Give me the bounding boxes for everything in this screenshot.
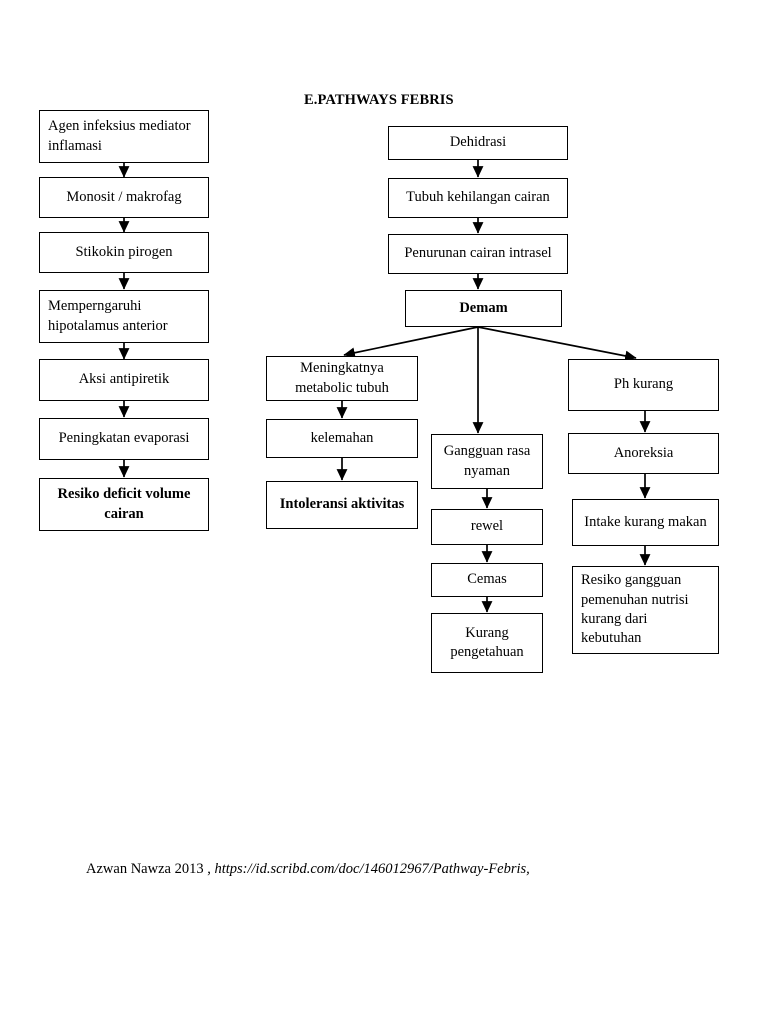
node-label: Intoleransi aktivitas — [279, 496, 405, 513]
node-kelemahan: kelemahan — [266, 419, 418, 458]
node-label: Kurang pengetahuan — [450, 624, 524, 660]
node-label: Anoreksia — [613, 444, 674, 461]
node-gangguan-rasa-nyaman: Gangguan rasa nyaman — [431, 434, 543, 489]
node-intoleransi-aktivitas: Intoleransi aktivitas — [266, 481, 418, 529]
node-label: Demam — [459, 299, 508, 316]
node-meningkatnya-metabolic-tubuh: Meningkatnya metabolic tubuh — [266, 356, 418, 401]
node-label: Gangguan rasa nyaman — [443, 443, 531, 479]
node-label: Cemas — [467, 571, 507, 588]
node-ph-kurang: Ph kurang — [568, 359, 719, 411]
node-label: Aksi antipiretik — [78, 371, 170, 388]
node-label: Agen infeksius mediator inflamasi — [48, 118, 191, 154]
citation-author: Azwan Nawza 2013 , — [86, 861, 215, 877]
node-label: Ph kurang — [613, 376, 674, 393]
node-label: Dehidrasi — [449, 134, 507, 151]
node-dehidrasi: Dehidrasi — [388, 126, 568, 160]
node-label: Intake kurang makan — [584, 513, 707, 530]
node-intake-kurang-makan: Intake kurang makan — [572, 499, 719, 546]
page-title: E.PATHWAYS FEBRIS — [304, 92, 454, 108]
node-peningkatan-evaporasi: Peningkatan evaporasi — [39, 418, 209, 460]
node-label: Stikokin pirogen — [75, 243, 173, 260]
node-anoreksia: Anoreksia — [568, 433, 719, 474]
node-label: Memperngaruhi hipotalamus anterior — [48, 298, 168, 334]
node-label: Tubuh kehilangan cairan — [406, 189, 550, 206]
node-label: Meningkatnya metabolic tubuh — [295, 360, 389, 396]
citation-url: https://id.scribd.com/doc/146012967/Path… — [214, 861, 530, 877]
node-rewel: rewel — [431, 509, 543, 545]
node-label: Penurunan cairan intrasel — [404, 245, 552, 262]
node-tubuh-kehilangan-cairan: Tubuh kehilangan cairan — [388, 178, 568, 218]
node-resiko-gangguan-nutrisi: Resiko gangguan pemenuhan nutrisi kurang… — [572, 566, 719, 654]
node-aksi-antipiretik: Aksi antipiretik — [39, 359, 209, 401]
node-penurunan-cairan-intrasel: Penurunan cairan intrasel — [388, 234, 568, 274]
arrow-demam-to-ph-kurang — [477, 326, 637, 362]
node-memperngaruhi-hipotalamus: Memperngaruhi hipotalamus anterior — [39, 290, 209, 343]
node-agen-infeksius: Agen infeksius mediator inflamasi — [39, 110, 209, 163]
node-label: rewel — [470, 518, 504, 535]
node-label: Peningkatan evaporasi — [58, 430, 190, 447]
node-label: Resiko deficit volume cairan — [57, 486, 191, 522]
arrow-demam-to-meningkatnya — [343, 326, 479, 359]
node-label: Monosit / makrofag — [66, 188, 182, 205]
node-monosit-makrofag: Monosit / makrofag — [39, 177, 209, 218]
node-label: kelemahan — [310, 429, 374, 446]
node-stikokin-pirogen: Stikokin pirogen — [39, 232, 209, 273]
node-resiko-deficit-volume-cairan: Resiko deficit volume cairan — [39, 478, 209, 531]
node-cemas: Cemas — [431, 563, 543, 597]
node-demam: Demam — [405, 290, 562, 327]
node-kurang-pengetahuan: Kurang pengetahuan — [431, 613, 543, 673]
source-citation: Azwan Nawza 2013 , https://id.scribd.com… — [86, 861, 530, 878]
node-label: Resiko gangguan pemenuhan nutrisi kurang… — [581, 572, 689, 647]
